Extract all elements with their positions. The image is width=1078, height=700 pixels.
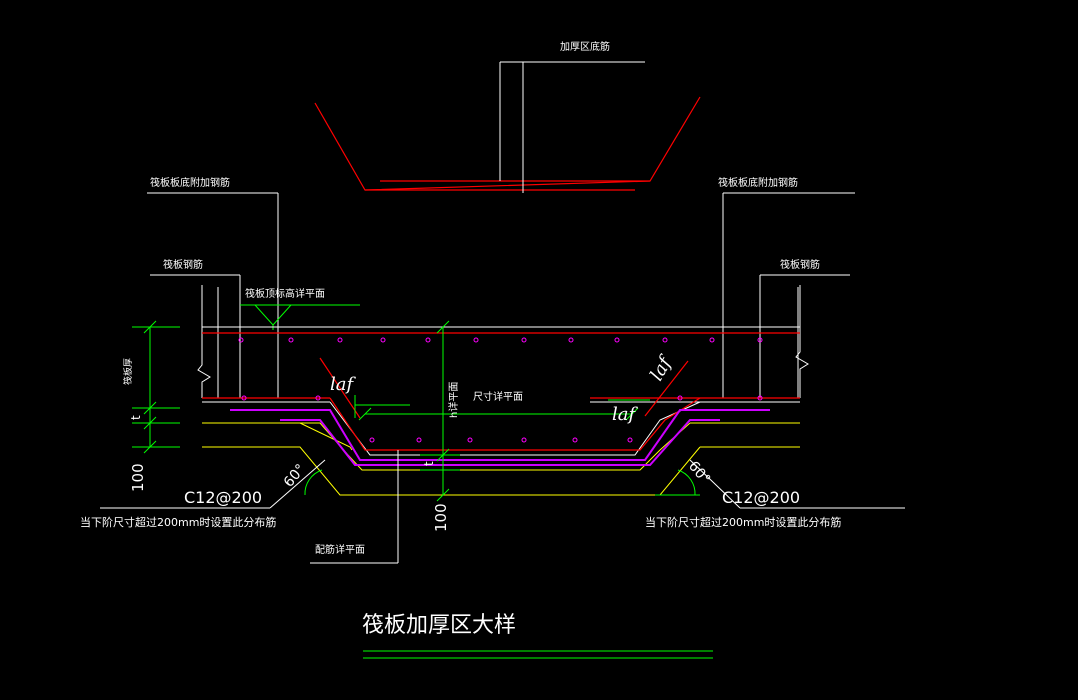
note-leaders bbox=[100, 450, 905, 564]
top-elevation-marker bbox=[240, 304, 360, 330]
break-line-left bbox=[197, 285, 211, 398]
raft-thickness-label: 筏板厚 bbox=[122, 358, 134, 385]
raft-rebar-label-right: 筏板钢筋 bbox=[780, 258, 820, 271]
rebar-spec-right: C12@200 bbox=[722, 488, 800, 507]
rebar-dots bbox=[238, 337, 763, 443]
h-plan-label: h详平面 bbox=[447, 382, 460, 418]
dimensions bbox=[132, 320, 700, 502]
laf-label-3: laf bbox=[612, 404, 638, 425]
thickened-pit bbox=[202, 397, 770, 496]
laf-label-1: laf bbox=[330, 374, 356, 395]
raft-slab bbox=[202, 326, 800, 448]
t-label-left: t bbox=[129, 415, 143, 420]
note-label-left: 当下阶尺寸超过200mm时设置此分布筋 bbox=[80, 515, 276, 529]
raft-bottom-extra-label-left: 筏板板底附加钢筋 bbox=[150, 176, 230, 189]
reinforcement-plan-label: 配筋详平面 bbox=[315, 543, 365, 556]
dim-100-center: 100 bbox=[432, 503, 450, 532]
break-line-right bbox=[795, 285, 809, 398]
laf-lines bbox=[319, 357, 689, 419]
drawing-title: 筏板加厚区大样 bbox=[362, 613, 516, 638]
leaders bbox=[147, 192, 855, 398]
raft-bottom-extra-label-right: 筏板板底附加钢筋 bbox=[718, 176, 798, 189]
angle-label-right: 60° bbox=[685, 458, 713, 487]
raft-rebar-label-left: 筏板钢筋 bbox=[163, 258, 203, 271]
t-label-center: t bbox=[422, 461, 436, 466]
note-label-right: 当下阶尺寸超过200mm时设置此分布筋 bbox=[645, 515, 841, 529]
angle-label-left: 60° bbox=[281, 461, 309, 490]
dim-100-left: 100 bbox=[129, 463, 147, 492]
top-detail: 加厚区底筋 bbox=[314, 40, 701, 193]
thickened-bottom-rebar-label: 加厚区底筋 bbox=[560, 40, 610, 53]
rebar-spec-left: C12@200 bbox=[184, 488, 262, 507]
dimension-plan-label: 尺寸详平面 bbox=[473, 390, 523, 403]
raft-top-elevation-label: 筏板顶标高详平面 bbox=[245, 287, 325, 300]
